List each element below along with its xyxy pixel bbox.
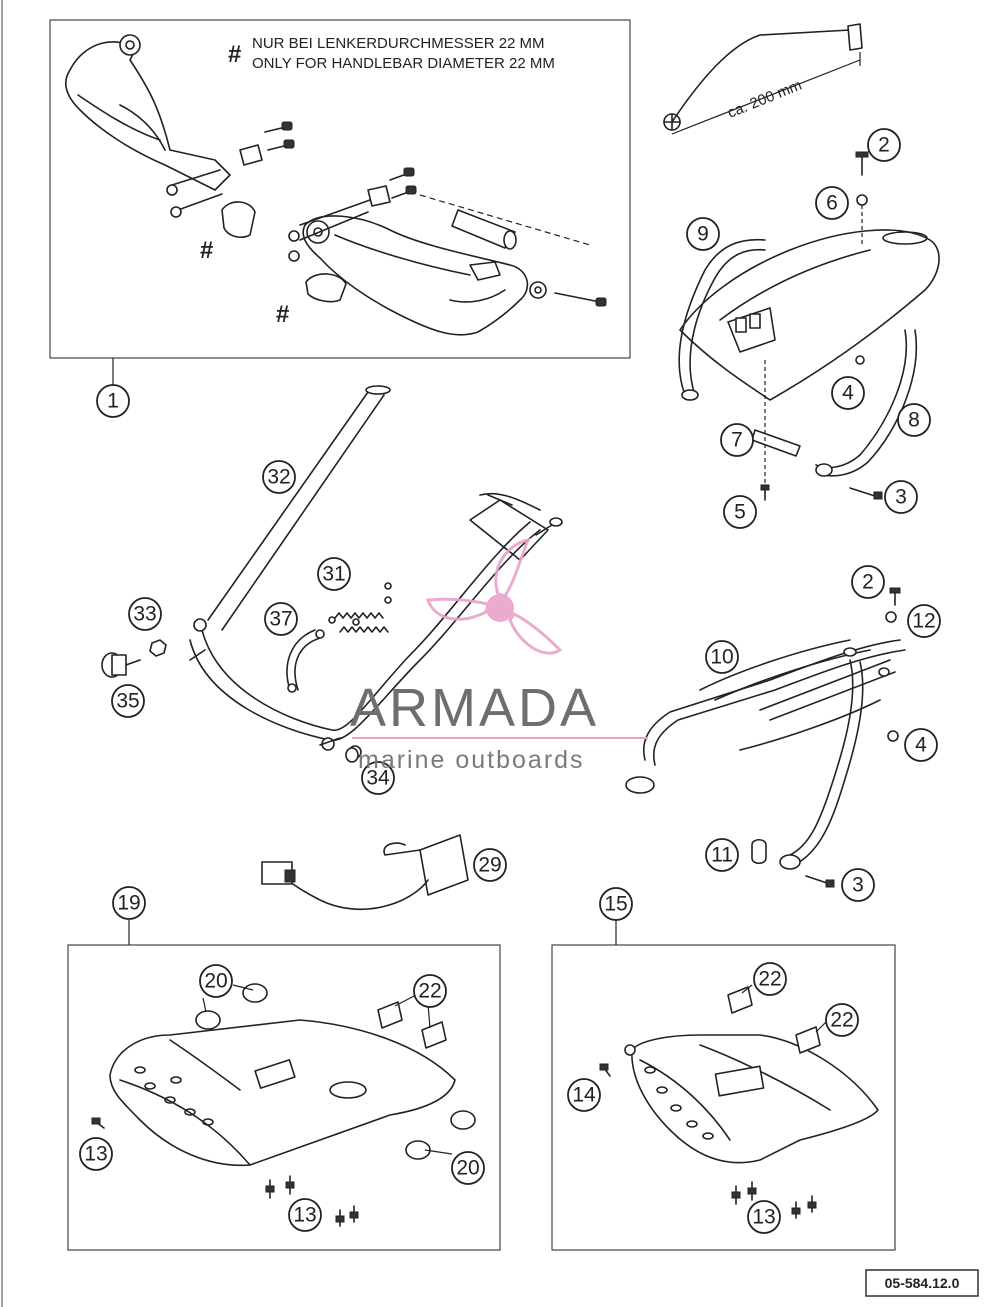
callout-10: 10	[705, 640, 739, 674]
skid-plate-box-19	[67, 944, 501, 1251]
callout-19: 19	[112, 886, 146, 920]
rear-carrier-drawing	[625, 639, 906, 870]
callout-8: 8	[897, 403, 931, 437]
watermark-subtitle: marine outboards	[358, 746, 585, 774]
callout-4-carrier: 4	[904, 728, 938, 762]
note-hash-symbol: #	[228, 41, 241, 68]
callout-13-box15: 13	[747, 1200, 781, 1234]
callout-15: 15	[599, 887, 633, 921]
svg-text:34: 34	[366, 767, 390, 790]
dimension-label: ca. 200 mm	[725, 77, 804, 122]
callout-22-box15-right: 22	[825, 1003, 859, 1037]
callout-32: 32	[262, 460, 296, 494]
note-line-english: ONLY FOR HANDLEBAR DIAMETER 22 MM	[252, 55, 555, 72]
callout-13-box19: 13	[288, 1198, 322, 1232]
svg-text:22: 22	[758, 968, 781, 991]
dimension-sketch: ca. 200 mm	[663, 23, 863, 135]
svg-text:37: 37	[269, 608, 292, 631]
callout-20-top: 20	[199, 964, 233, 998]
callout-13-left: 13	[79, 1137, 113, 1171]
svg-text:22: 22	[418, 980, 441, 1003]
left-handguard-drawing	[64, 34, 295, 238]
sensor-module-drawing	[261, 834, 469, 911]
callout-14: 14	[567, 1078, 601, 1112]
callout-34: 34	[361, 761, 395, 795]
watermark-title: ARMADA	[350, 678, 599, 738]
svg-text:29: 29	[478, 854, 501, 877]
callout-20-bottom: 20	[451, 1151, 485, 1185]
svg-text:20: 20	[456, 1157, 479, 1180]
drawing-code-box: 05-584.12.0	[865, 1269, 979, 1297]
callout-7: 7	[720, 423, 754, 457]
rubber-stop-drawing	[101, 639, 359, 763]
drawing-code: 05-584.12.0	[885, 1275, 960, 1291]
svg-text:13: 13	[293, 1204, 316, 1227]
svg-text:10: 10	[710, 646, 733, 669]
callout-11: 11	[705, 838, 739, 872]
callout-5: 5	[723, 495, 757, 529]
svg-text:2: 2	[862, 571, 874, 594]
svg-text:19: 19	[117, 892, 140, 915]
callout-12: 12	[907, 604, 941, 638]
svg-text:8: 8	[908, 409, 920, 432]
callouts: 1 2 6 9 4 8 7 3 5 32 31 2 12 33 37 10 35…	[79, 128, 941, 1234]
callout-3-fender: 3	[884, 480, 918, 514]
callout-31: 31	[317, 557, 351, 591]
skid-plate-box-15	[551, 944, 896, 1251]
callout-9: 9	[686, 217, 720, 251]
callout-6: 6	[815, 186, 849, 220]
svg-text:2: 2	[878, 134, 890, 157]
svg-text:4: 4	[842, 382, 854, 405]
armada-watermark: ARMADA marine outboards	[350, 537, 648, 774]
callout-22-box19: 22	[413, 974, 447, 1008]
callout-33: 33	[128, 597, 162, 631]
svg-text:11: 11	[711, 844, 733, 867]
rear-fender-drawing	[678, 151, 940, 501]
svg-text:31: 31	[322, 563, 345, 586]
springs-drawing	[328, 582, 392, 633]
callout-4-fender: 4	[831, 376, 865, 410]
svg-text:33: 33	[133, 603, 156, 626]
svg-text:6: 6	[826, 192, 838, 215]
svg-text:12: 12	[912, 610, 935, 633]
callout-2-fender: 2	[867, 128, 901, 162]
right-handguard-drawing	[288, 167, 607, 336]
note-line-german: NUR BEI LENKERDURCHMESSER 22 MM	[252, 35, 545, 52]
handguard-kit-box: # NUR BEI LENKERDURCHMESSER 22 MM ONLY F…	[49, 19, 631, 359]
callout-37: 37	[264, 602, 298, 636]
svg-text:35: 35	[116, 690, 139, 713]
svg-text:3: 3	[895, 486, 907, 509]
callout-29: 29	[473, 848, 507, 882]
svg-text:7: 7	[731, 429, 743, 452]
stand-bracket-drawing	[286, 629, 325, 693]
svg-text:1: 1	[107, 390, 119, 413]
svg-text:15: 15	[604, 893, 627, 916]
center-stand-drawing	[189, 385, 563, 759]
svg-text:20: 20	[204, 970, 227, 993]
callout-3-carrier: 3	[841, 868, 875, 902]
svg-text:13: 13	[84, 1143, 107, 1166]
svg-text:14: 14	[572, 1084, 596, 1107]
callout-1: 1	[96, 384, 130, 418]
callout-22-box15-top: 22	[753, 962, 787, 996]
carrier-fasteners-drawing	[751, 587, 901, 888]
hash-mark-right-clamp: #	[276, 301, 289, 328]
hash-mark-left-clamp: #	[200, 237, 213, 264]
svg-text:9: 9	[697, 223, 709, 246]
svg-text:13: 13	[752, 1206, 775, 1229]
callout-35: 35	[111, 684, 145, 718]
svg-text:4: 4	[915, 734, 927, 757]
svg-text:22: 22	[830, 1009, 853, 1032]
svg-text:32: 32	[267, 466, 290, 489]
propeller-logo	[425, 537, 563, 655]
callout-leaders	[202, 984, 827, 1155]
callout-2-carrier: 2	[851, 565, 885, 599]
svg-text:5: 5	[734, 501, 746, 524]
svg-text:3: 3	[852, 874, 864, 897]
